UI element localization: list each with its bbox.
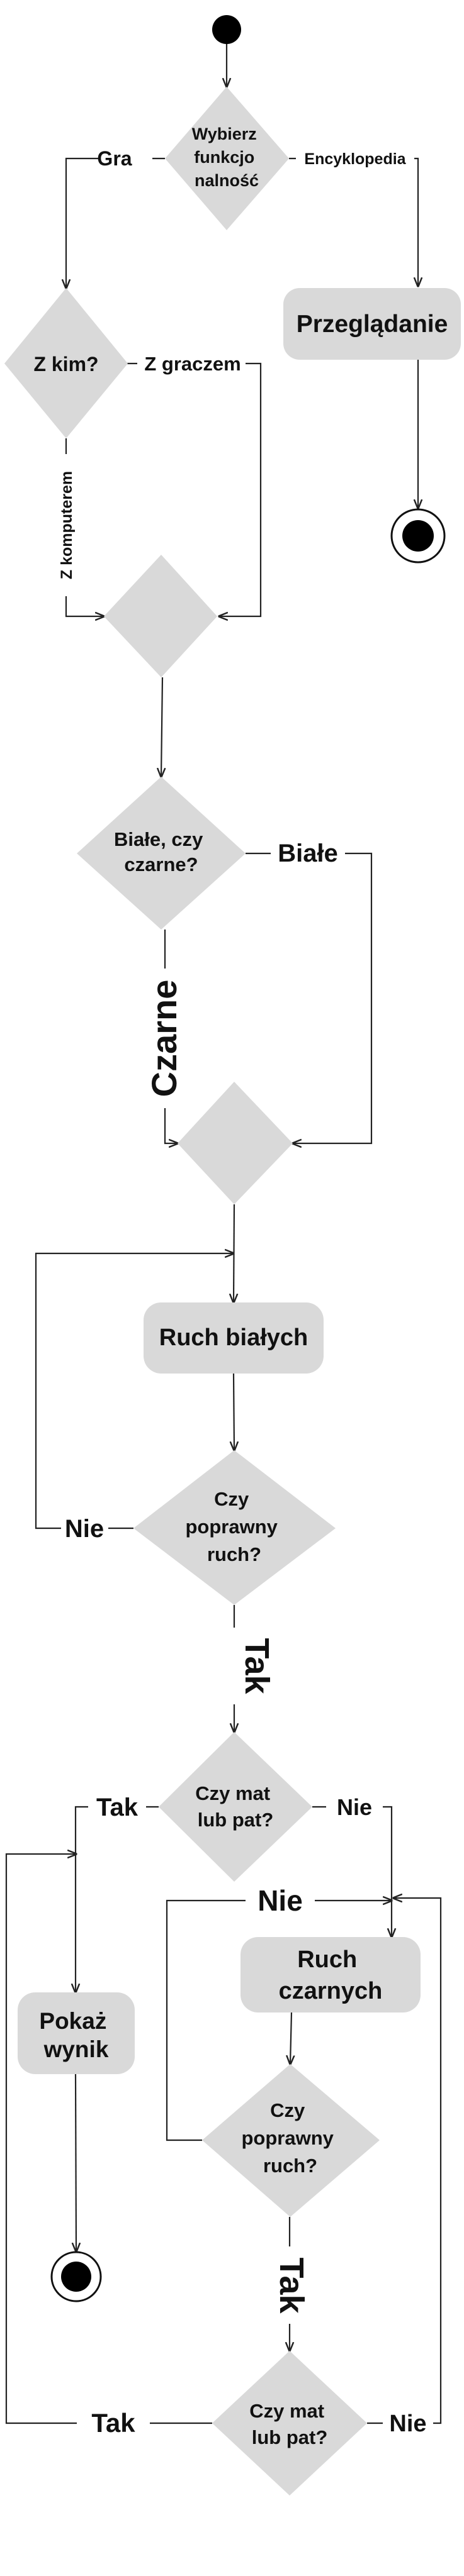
edge-label-black: Czarne: [144, 980, 184, 1097]
edge-label-black-yes: Tak: [273, 2257, 310, 2314]
edge-label-game: Gra: [97, 147, 132, 170]
start-node: [212, 15, 241, 44]
edge-label-mate1-yes: Tak: [96, 1794, 139, 1821]
edge-label-mate2-no: Nie: [389, 2411, 426, 2437]
edge-mate2-yes: [5, 1854, 212, 2424]
end-node-encyclopedia: [402, 520, 434, 552]
edge-white-invalid-loop: [35, 1253, 234, 1530]
edge-color-white: [246, 852, 373, 1143]
edge-label-white-yes: Tak: [238, 1638, 276, 1694]
edge-label-black-no: Nie: [257, 1884, 303, 1917]
edge-label-with-player: Z graczem: [144, 353, 240, 375]
edge-black-invalid-loop: [166, 1901, 392, 2141]
action-show-result: [18, 1992, 135, 2074]
edge-label-white: Białe: [278, 840, 338, 867]
edge-label-mate1-no: Nie: [337, 1794, 372, 1820]
edge-withwhom-computer: [65, 438, 104, 616]
action-show-result-label: Pokaż wynik: [39, 2008, 113, 2062]
merge-node-colors: [178, 1082, 293, 1204]
action-black-move: [240, 1937, 421, 2012]
action-black-move-label: Ruch czarnych: [279, 1946, 383, 2004]
edge-choose-encyclopedia: [289, 157, 418, 286]
decision-white-or-black-label: Białe, czy czarne?: [114, 828, 208, 875]
decision-white-move-valid-label: Czy poprawny ruch?: [185, 1488, 283, 1565]
decision-mate-after-black: [212, 2351, 367, 2496]
action-browse-label: Przeglądanie: [297, 311, 448, 338]
decision-choose-function-label: Wybierz funkcjo nalność: [192, 125, 262, 190]
end-node-game: [61, 2262, 91, 2292]
action-white-move-label: Ruch białych: [159, 1324, 308, 1351]
edge-choose-game: [66, 157, 165, 288]
edge-black-move-to-check: [290, 2012, 291, 2064]
edge-label-encyclopedia: Encyklopedia: [304, 150, 406, 168]
edge-label-with-computer: Z komputerem: [58, 471, 76, 579]
edge-mate1-yes: [76, 1806, 159, 1992]
decision-with-whom: [4, 288, 128, 438]
decision-white-move-valid: [133, 1450, 336, 1605]
decision-black-move-valid: [202, 2064, 380, 2217]
decision-mate-after-white-label: Czy mat lub pat?: [195, 1782, 276, 1831]
decision-choose-function: [165, 87, 289, 230]
decision-black-move-valid-label: Czy poprawny ruch?: [241, 2099, 339, 2177]
action-white-move: [144, 1302, 324, 1374]
edge-color-black: [164, 930, 178, 1143]
edge-merge1-to-color: [161, 677, 162, 777]
decision-mate-after-black-label: Czy mat lub pat?: [249, 2400, 330, 2448]
edge-label-white-no: Nie: [65, 1515, 104, 1543]
decision-mate-after-white: [159, 1732, 312, 1882]
edge-label-mate2-yes: Tak: [91, 2408, 135, 2438]
decision-white-or-black: [77, 777, 246, 930]
action-browse: [283, 288, 461, 360]
edge-mate2-no: [367, 1898, 442, 2424]
merge-node-players: [104, 555, 217, 677]
decision-with-whom-label: Z kim?: [33, 353, 98, 375]
edge-mate1-no: [312, 1806, 392, 1937]
